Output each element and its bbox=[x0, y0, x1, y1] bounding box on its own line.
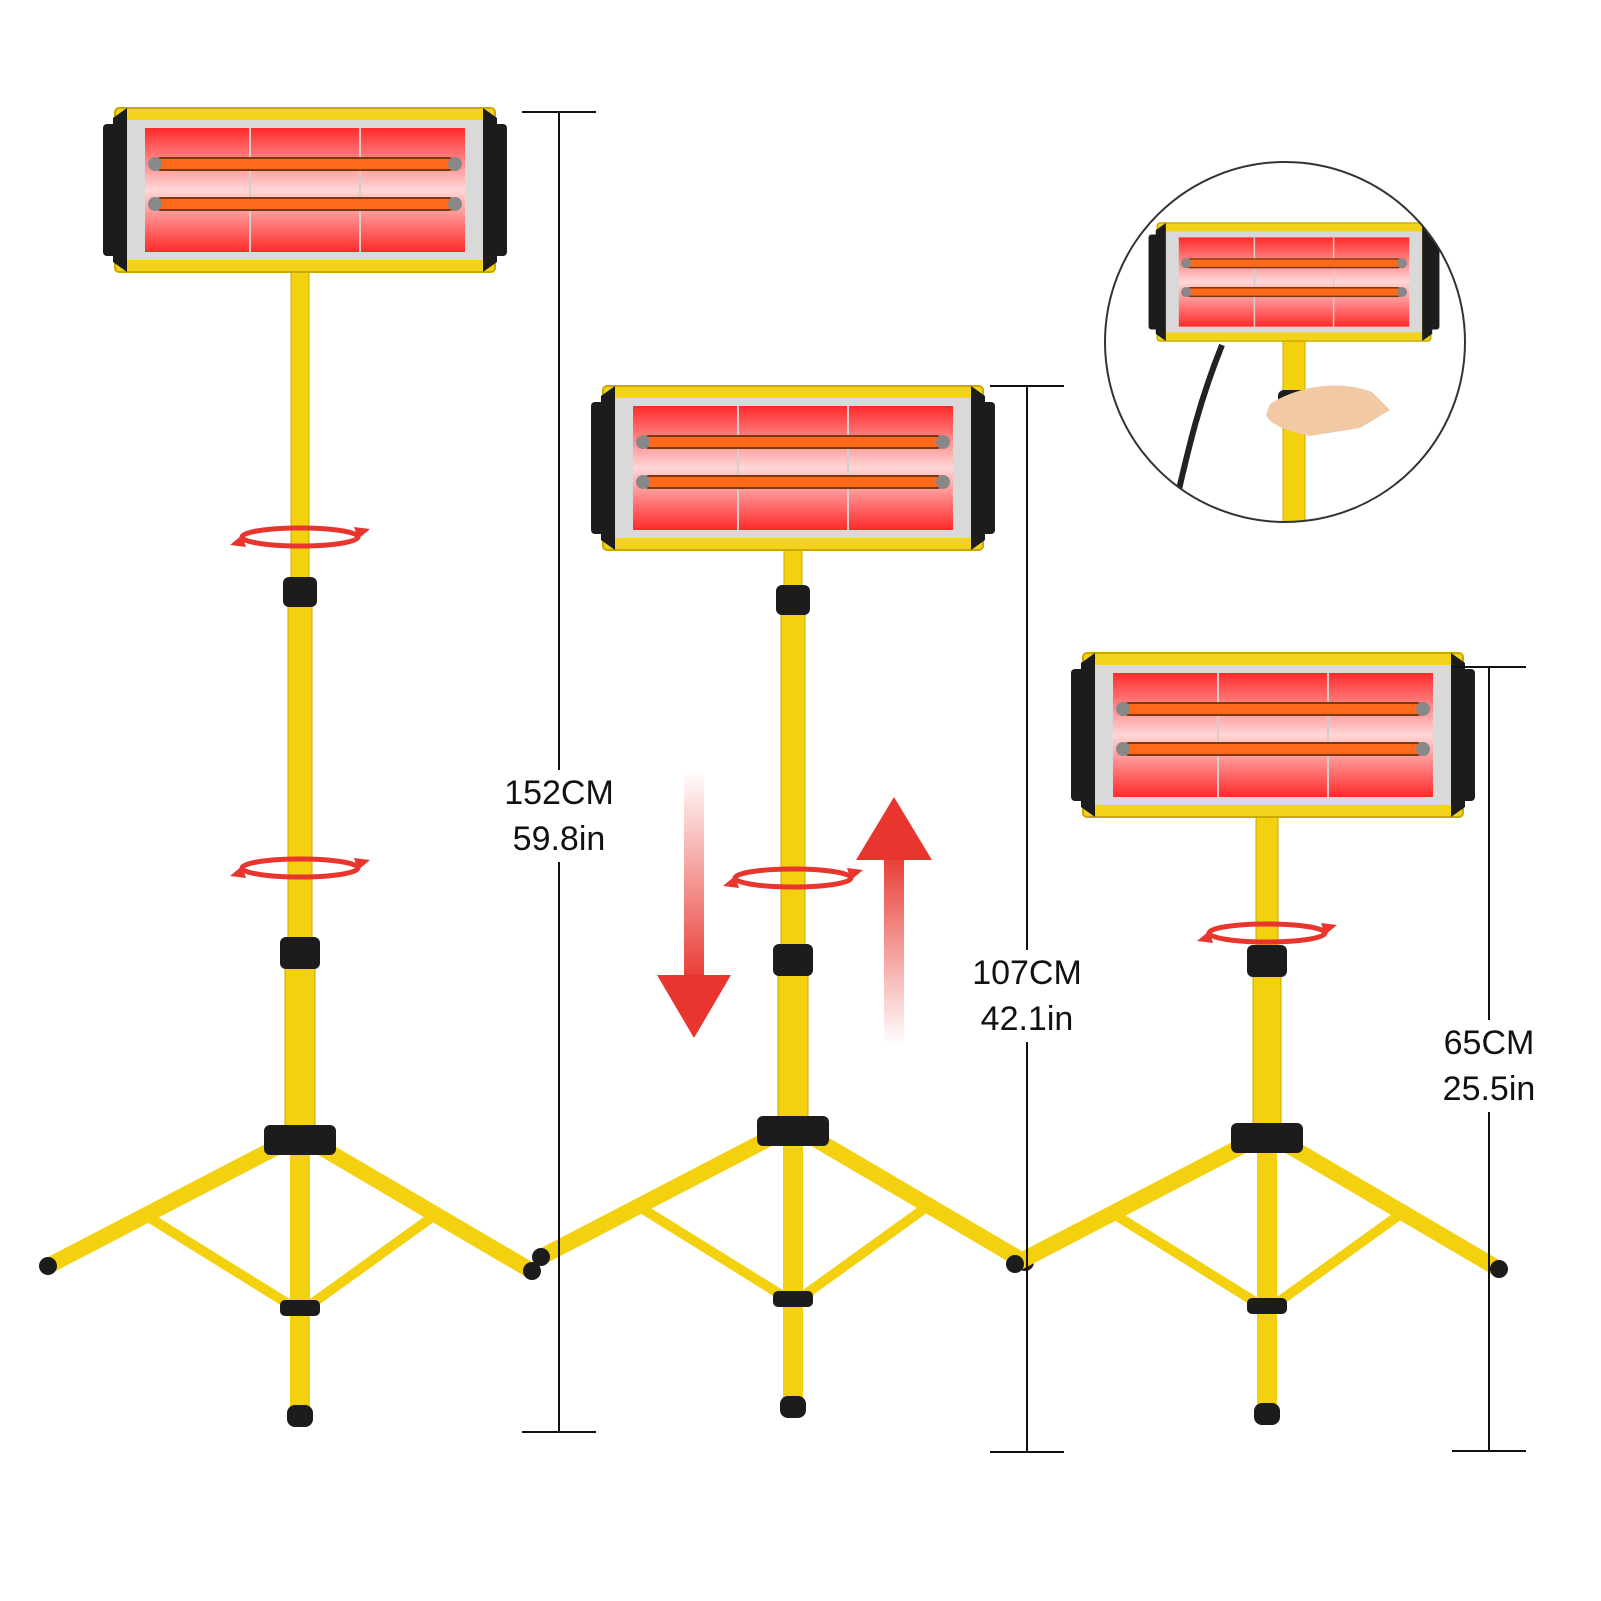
dimension-inch: 25.5in bbox=[1442, 1070, 1536, 1108]
up-arrow-icon bbox=[856, 797, 932, 1045]
dimension-label-152: 152CM 59.8in bbox=[469, 770, 649, 862]
hand-icon bbox=[1266, 385, 1390, 436]
heater-stand-tall bbox=[39, 107, 541, 1427]
dimension-cm: 152CM bbox=[504, 774, 614, 812]
heater-stand-medium bbox=[532, 385, 1034, 1418]
heater-head bbox=[590, 385, 996, 551]
heater-head bbox=[1070, 652, 1476, 818]
heater-head bbox=[102, 107, 508, 273]
dimension-label-65: 65CM 25.5in bbox=[1399, 1020, 1579, 1112]
detail-inset bbox=[1104, 161, 1466, 523]
pole-clamp bbox=[773, 944, 813, 976]
dimension-inch: 42.1in bbox=[980, 1000, 1074, 1038]
pole-clamp bbox=[280, 937, 320, 969]
pole-clamp bbox=[776, 585, 810, 615]
pole-clamp bbox=[283, 577, 317, 607]
dimension-inch: 59.8in bbox=[512, 820, 606, 858]
dimension-line-107cm bbox=[990, 385, 1064, 1453]
dimension-cm: 65CM bbox=[1443, 1024, 1535, 1062]
down-arrow-icon bbox=[657, 770, 731, 1038]
pole-clamp bbox=[1247, 945, 1287, 977]
heater-stand-short bbox=[1006, 652, 1508, 1425]
dimension-label-107: 107CM 42.1in bbox=[937, 950, 1117, 1042]
dimension-cm: 107CM bbox=[972, 954, 1082, 992]
heater-head bbox=[1147, 222, 1441, 342]
